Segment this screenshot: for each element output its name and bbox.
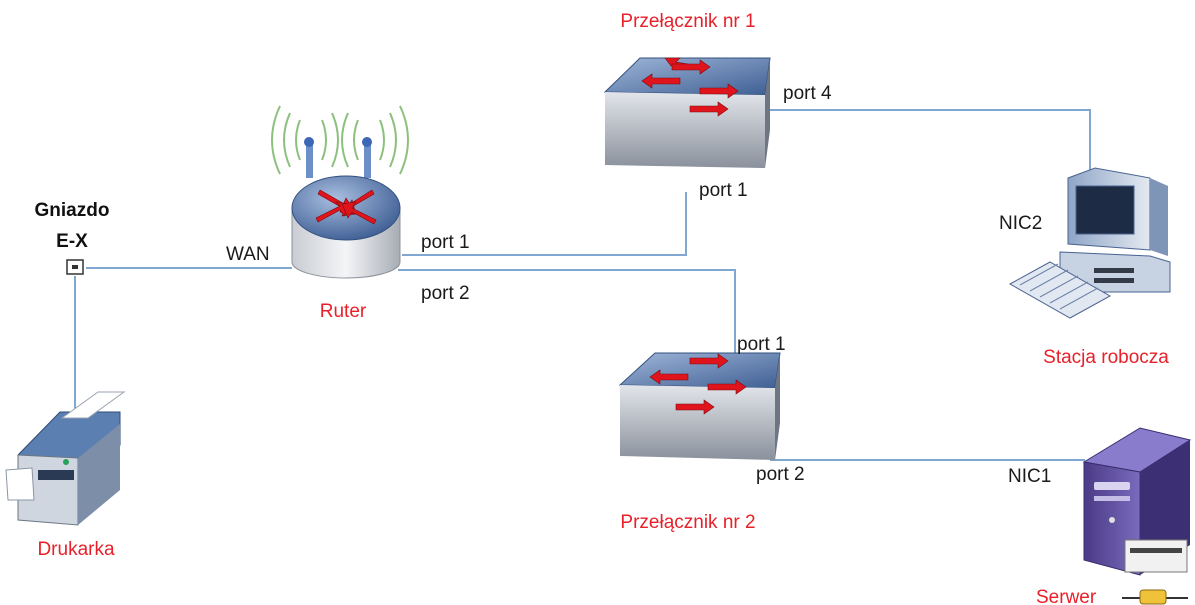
link-router-switch2 [398, 269, 736, 370]
workstation[interactable] [1008, 167, 1171, 319]
router-port1-label: port 1 [421, 232, 470, 253]
router-wan-label: WAN [226, 244, 270, 265]
sw2-port2-label: port 2 [756, 464, 805, 485]
keyboard-keys-icon [1019, 263, 1099, 310]
server[interactable] [1082, 427, 1192, 605]
router-name-label: Ruter [320, 301, 367, 322]
sw1-port4-label: port 4 [783, 83, 832, 104]
wall-socket[interactable] [66, 259, 84, 275]
nic2-label: NIC2 [999, 213, 1042, 234]
labels: Przełącznik nr 1 Przełącznik nr 2 Ruter … [35, 11, 1170, 605]
router-arrows-icon [315, 189, 377, 225]
sw2-port1-label: port 1 [737, 334, 786, 355]
link-switch1-workstation [762, 109, 1091, 178]
router-port2-label: port 2 [421, 283, 470, 304]
workstation-name-label: Stacja robocza [1043, 347, 1169, 368]
wifi-signal-icon [271, 105, 409, 175]
switch-arrows-icon [641, 57, 739, 117]
socket-name-label: Gniazdo [35, 200, 110, 221]
sw1-port1-label: port 1 [699, 180, 748, 201]
switch-arrows-icon [649, 353, 747, 415]
nic1-label: NIC1 [1008, 466, 1051, 487]
link-router-switch1 [402, 192, 687, 256]
server-name-label: Serwer [1036, 587, 1097, 605]
printer-name-label: Drukarka [37, 539, 115, 560]
network-link-icon [1122, 589, 1188, 605]
printer[interactable] [5, 391, 126, 526]
switch-1[interactable] [603, 57, 771, 168]
switch2-name-label: Przełącznik nr 2 [620, 512, 755, 533]
switch1-name-label: Przełącznik nr 1 [620, 11, 755, 32]
links [74, 109, 1091, 461]
switch-2[interactable] [618, 352, 781, 460]
antenna-icon [304, 137, 372, 178]
router[interactable] [271, 105, 409, 279]
socket-id-label: E-X [56, 231, 88, 252]
